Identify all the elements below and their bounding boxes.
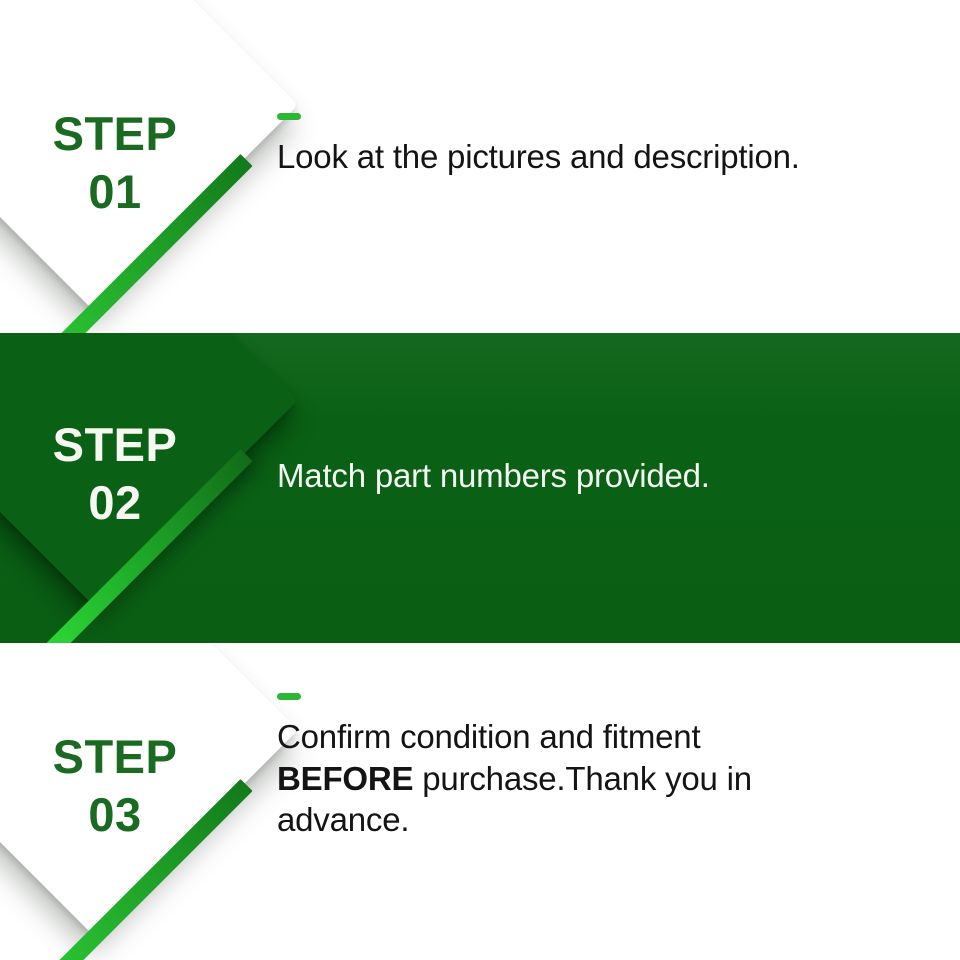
dash-accent-icon [277,113,301,120]
step-section-01: STEP 01 Look at the pictures and descrip… [0,0,960,333]
step-section-02: STEP 02 Match part numbers provided. [0,333,960,643]
step-section-03: STEP 03 Confirm condition and fitment BE… [0,643,960,960]
step-03-copy: Confirm condition and fitment BEFORE pur… [277,693,917,841]
step-01-copy: Look at the pictures and description. [277,113,917,178]
step-01-label-word: STEP [52,107,178,160]
step-02-label-number: 02 [88,475,142,529]
step-01-label-number: 01 [88,164,142,218]
step-03-line-1: Confirm condition and fitment [277,718,701,755]
step-02-label: STEP 02 [10,421,220,527]
step-03-label-number: 03 [88,787,142,841]
step-02-copy: Match part numbers provided. [277,455,917,497]
dash-accent-icon [277,693,301,700]
step-03-description: Confirm condition and fitment BEFORE pur… [277,716,917,841]
step-02-description: Match part numbers provided. [277,455,917,497]
step-03-line-2-rest: purchase.Thank you in [413,759,752,797]
step-01-description: Look at the pictures and description. [277,136,917,178]
step-03-label: STEP 03 [10,733,220,839]
step-01-label: STEP 01 [10,110,220,216]
step-03-line-3: advance. [277,801,410,839]
step-03-line-2-bold: BEFORE [277,759,414,797]
step-02-line-1: Match part numbers provided. [277,457,710,494]
step-03-label-word: STEP [52,730,178,783]
step-01-line-1: Look at the pictures and description. [277,138,800,175]
step-02-label-word: STEP [52,418,178,471]
